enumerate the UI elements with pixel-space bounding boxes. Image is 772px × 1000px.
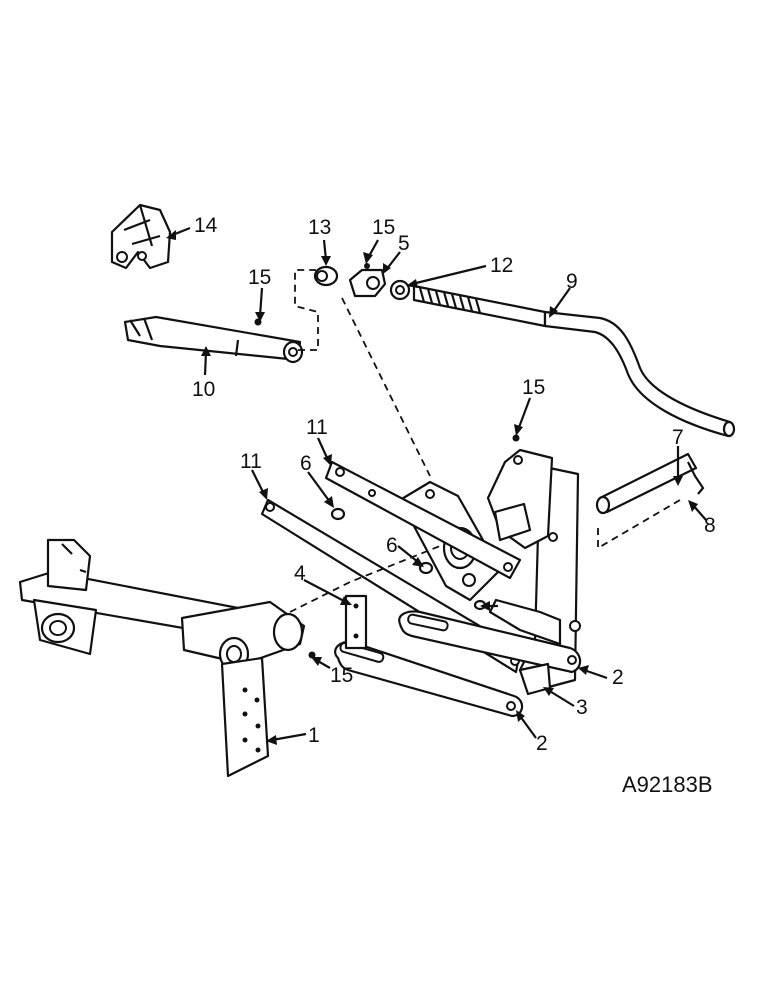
callout-8: 8 xyxy=(704,514,716,537)
part-13-bushing xyxy=(313,265,339,287)
drawing-code: A92183B xyxy=(622,772,713,797)
callout-13: 13 xyxy=(308,216,331,239)
dash-block-to-frame xyxy=(341,297,431,477)
callout-11-upper: 11 xyxy=(306,416,328,439)
part-2-lower-slot-link xyxy=(334,640,524,718)
fitting-15-frame xyxy=(512,434,520,442)
leader-lines xyxy=(166,226,707,745)
callout-2-bottom: 2 xyxy=(536,732,548,755)
callout-6-lower: 6 xyxy=(386,534,398,557)
callout-10: 10 xyxy=(192,378,215,401)
dash-10-13 xyxy=(294,269,319,351)
part-9-crank-rod xyxy=(412,284,736,438)
callout-9: 9 xyxy=(566,270,578,293)
callout-15-top: 15 xyxy=(372,216,395,239)
callout-3: 3 xyxy=(576,696,588,719)
callout-15-frame: 15 xyxy=(522,376,545,399)
callout-15-base: 15 xyxy=(330,664,353,687)
callout-15-link: 15 xyxy=(248,266,271,289)
part-2-upper-slot-link xyxy=(398,610,582,674)
callout-11-lower: 11 xyxy=(240,450,262,473)
part-7-pin xyxy=(595,452,698,515)
part-1-base-frame xyxy=(18,538,306,778)
callout-4: 4 xyxy=(294,562,306,585)
part-5-block xyxy=(348,263,387,298)
part-10-upper-link xyxy=(123,315,304,364)
part-8-clip xyxy=(687,461,705,495)
part-12-washer xyxy=(389,279,411,301)
callout-labels: 14 13 15 5 12 9 15 10 15 11 7 11 6 8 6 4… xyxy=(192,214,716,797)
fitting-15-base xyxy=(308,651,316,659)
callout-14: 14 xyxy=(194,214,218,237)
callout-12: 12 xyxy=(490,254,513,277)
callout-2-right: 2 xyxy=(612,666,624,689)
callout-7: 7 xyxy=(672,426,684,449)
callout-6-upper: 6 xyxy=(300,452,312,475)
part-14-casting xyxy=(110,203,172,270)
callout-1: 1 xyxy=(308,724,320,747)
callout-5: 5 xyxy=(398,232,410,255)
dash-7-8 xyxy=(597,499,681,550)
part-11-upper-link xyxy=(324,460,522,580)
part-4-plate xyxy=(344,594,368,650)
